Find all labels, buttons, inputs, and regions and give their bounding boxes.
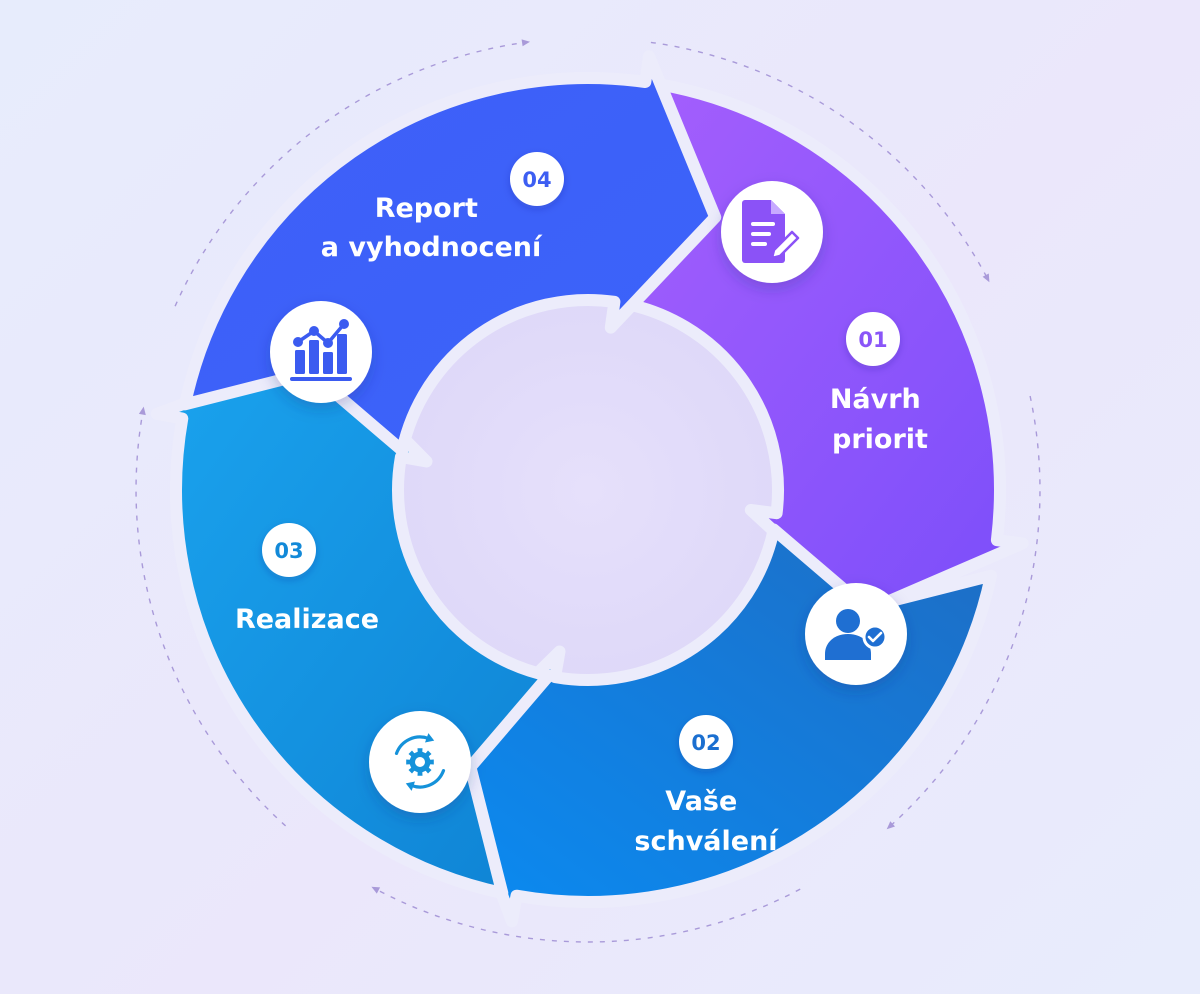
segment-01 xyxy=(615,78,1029,619)
stage-02-label-line-2: schválení xyxy=(634,826,779,857)
stage-02-icon-circle xyxy=(805,583,907,685)
orbit-arc xyxy=(135,411,287,827)
cycle-arrow-arc xyxy=(394,735,431,755)
orbit-arc xyxy=(375,888,801,943)
stage-03-label: Realizace xyxy=(235,604,379,635)
cycle-arrowhead xyxy=(425,733,435,743)
cycle-arrowhead xyxy=(405,781,415,791)
stage-04-number: 04 xyxy=(522,168,551,192)
stage-04-label: Report a vyhodnocení xyxy=(321,193,543,263)
chart-growth-icon xyxy=(290,319,352,381)
stage-03-icon-circle xyxy=(369,711,471,813)
stage-01-label-line-1: Návrh xyxy=(830,384,921,415)
orbit-arrowhead xyxy=(982,273,990,283)
stage-04-number-badge: 04 xyxy=(510,152,564,206)
orbit-arrowhead xyxy=(138,406,146,416)
stage-01-number-badge: 01 xyxy=(846,312,900,366)
stage-03-number-badge: 03 xyxy=(262,523,316,577)
stage-02-number-badge: 02 xyxy=(679,715,733,769)
orbit-arrowhead xyxy=(886,821,895,830)
user-check-icon xyxy=(825,609,888,660)
cycle-arrow-arc xyxy=(409,769,446,789)
stage-01-label: Návrh priorit xyxy=(830,384,930,455)
center-disc xyxy=(398,300,778,680)
dashed-orbit xyxy=(135,39,1041,943)
stage-01-number: 01 xyxy=(858,328,887,352)
orbit-arrowhead xyxy=(521,39,530,47)
stage-01-icon-circle xyxy=(721,181,823,283)
stage-03-label-line-1: Realizace xyxy=(235,604,379,635)
gear-hole xyxy=(415,757,425,767)
stage-02-label: Vaše schválení xyxy=(634,786,779,857)
stage-04-label-line-1: Report xyxy=(375,193,478,224)
orbit-arrowhead xyxy=(371,886,381,894)
stage-03-number: 03 xyxy=(274,539,303,563)
stage-04-icon-circle xyxy=(270,301,372,403)
orbit-arc xyxy=(174,41,526,307)
stage-04-label-line-2: a vyhodnocení xyxy=(321,232,543,263)
stage-02-label-line-1: Vaše xyxy=(665,786,737,817)
gear-cycle-icon xyxy=(394,733,446,791)
document-edit-icon xyxy=(742,200,800,263)
stage-01-label-line-2: priorit xyxy=(832,424,928,455)
stage-02-number: 02 xyxy=(691,731,720,755)
